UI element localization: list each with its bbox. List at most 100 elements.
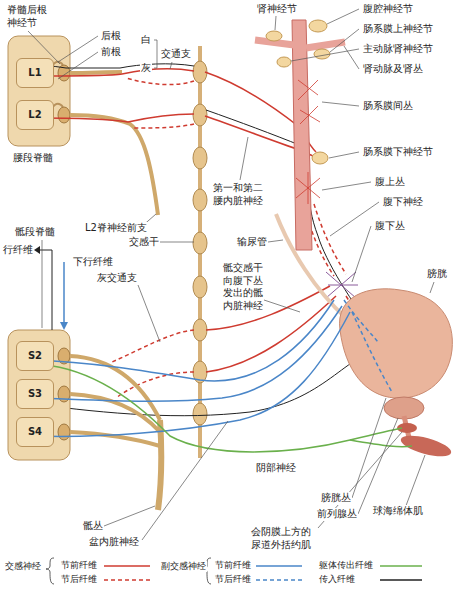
legend-text: 传入纤维 [318, 574, 356, 585]
intermesenteric-plexus [298, 80, 320, 124]
vertebral-segment [8, 36, 70, 146]
lumbar-spinal-cord [8, 36, 70, 146]
arrowhead [34, 246, 40, 254]
part-label: 交通支 [160, 48, 192, 61]
part-label: 交感干 [128, 236, 160, 249]
sympathetic-trunk [193, 46, 207, 458]
segment-label: L2 [28, 109, 41, 121]
part-label: 脊髓后根 神经节 [6, 4, 48, 29]
descending-fiber [63, 262, 65, 322]
part-label: 白 [140, 34, 152, 47]
trunk-ganglion [193, 232, 207, 254]
cord-segment: S2 [16, 341, 54, 371]
trunk-ganglion [193, 147, 207, 169]
part-label: 腹腔神经节 [362, 3, 414, 16]
part-label: 膀胱 [426, 268, 448, 281]
gray-ramus [126, 78, 194, 85]
sympathetic-fibers [34, 69, 384, 398]
part-label: 膀胱丛 [320, 492, 352, 505]
part-label: 灰交通支 [96, 272, 138, 285]
part-label: 主动脉肾神经节 [362, 43, 434, 56]
aorta-and-plexus [255, 20, 358, 318]
afferent-fiber [34, 352, 386, 416]
segment-label: S2 [28, 350, 42, 362]
part-label: 球海绵体肌 [372, 505, 424, 518]
pudendal-nerve [34, 364, 402, 452]
trunk-ganglion [193, 403, 207, 425]
spinal-nerve [70, 115, 158, 215]
bladder [340, 289, 453, 398]
postganglionic-fiber [352, 312, 392, 392]
part-label: 行纤维 [2, 244, 34, 257]
cord-segment: S3 [16, 379, 54, 409]
trunk-ganglion [193, 276, 207, 298]
gray-ramus [134, 124, 194, 128]
bladder-region [340, 289, 454, 461]
trunk-ganglion [193, 61, 207, 83]
segment-label: S3 [28, 388, 42, 400]
aorta [292, 20, 312, 250]
part-label: 下行纤维 [72, 256, 114, 269]
trunk-ganglion [193, 319, 207, 341]
legend-text: 节后纤维 [214, 574, 252, 585]
sacral-spinal-cord [8, 330, 161, 510]
part-label: L2脊神经前支 [84, 222, 148, 235]
sacral-fibers [34, 246, 412, 452]
part-label: 第一和第二 腰内脏神经 [212, 182, 264, 207]
cord-segment: S4 [16, 417, 54, 447]
prostate [384, 397, 424, 419]
pudendal-nerve [350, 440, 412, 447]
superior-hypogastric-plexus [296, 172, 320, 204]
part-label: 盆内脏神经 [88, 536, 140, 549]
part-label: 骶丛 [82, 520, 104, 533]
part-label: 腹下神经 [382, 196, 424, 209]
legend-group: 副交感神经 [160, 561, 207, 572]
preganglionic-fiber [34, 69, 194, 76]
part-label: 肠系膜上神经节 [362, 23, 434, 36]
part-label: 肾动脉及肾丛 [362, 63, 424, 76]
part-label: 前列腺丛 [316, 508, 358, 521]
superior-mesenteric-ganglion [314, 49, 330, 59]
segment-label: S4 [28, 426, 42, 438]
lumbar-nerves [70, 72, 158, 215]
part-label: 灰 [140, 62, 152, 75]
legend-text: 躯体传出纤维 [318, 560, 374, 571]
part-label: 肾神经节 [256, 3, 298, 16]
legend-group: 交感神经 [4, 561, 42, 572]
root-ganglion [58, 424, 70, 440]
cord-segment: L2 [16, 100, 54, 130]
gray-ramus [112, 330, 194, 362]
aorticorenal-ganglion [277, 57, 291, 67]
sacral-plexus [158, 420, 161, 510]
part-label: 输尿管 [236, 236, 268, 249]
cord-segment: L1 [16, 58, 54, 88]
celiac-ganglion [309, 20, 327, 32]
legend-text: 节前纤维 [214, 560, 252, 571]
part-label: 腹下丛 [374, 220, 406, 233]
arrowhead [60, 322, 68, 330]
part-label: 骶交感干 向腹下丛 发出的骶 内脏神经 [222, 262, 264, 312]
part-label: 腰段脊髓 [12, 152, 54, 165]
inferior-mesenteric-ganglion [312, 152, 328, 164]
part-label: 会阴膜上方的 尿道外括约肌 [250, 526, 312, 551]
vertebral-segment [8, 330, 70, 460]
segment-label: L1 [28, 67, 41, 79]
legend-text: 节后纤维 [60, 574, 98, 585]
pelvic-splanchnic [34, 306, 342, 401]
part-label: 阴部神经 [255, 462, 297, 475]
legend-text: 节前纤维 [60, 560, 98, 571]
ureter [276, 214, 346, 318]
afferent-fibers [26, 64, 386, 416]
postganglionic-fiber [344, 300, 378, 342]
part-label: 肠系膜间丛 [362, 100, 414, 113]
root-ganglion [58, 107, 70, 123]
part-label: 骶段脊髓 [14, 226, 56, 239]
spinal-nerve [70, 72, 122, 73]
preganglionic-fiber [34, 114, 194, 122]
renal-ganglion [266, 31, 282, 41]
part-label: 肠系膜下神经节 [362, 146, 434, 159]
part-label: 腹上丛 [374, 176, 406, 189]
leader-lines [28, 9, 434, 540]
trunk-ganglion [193, 104, 207, 126]
